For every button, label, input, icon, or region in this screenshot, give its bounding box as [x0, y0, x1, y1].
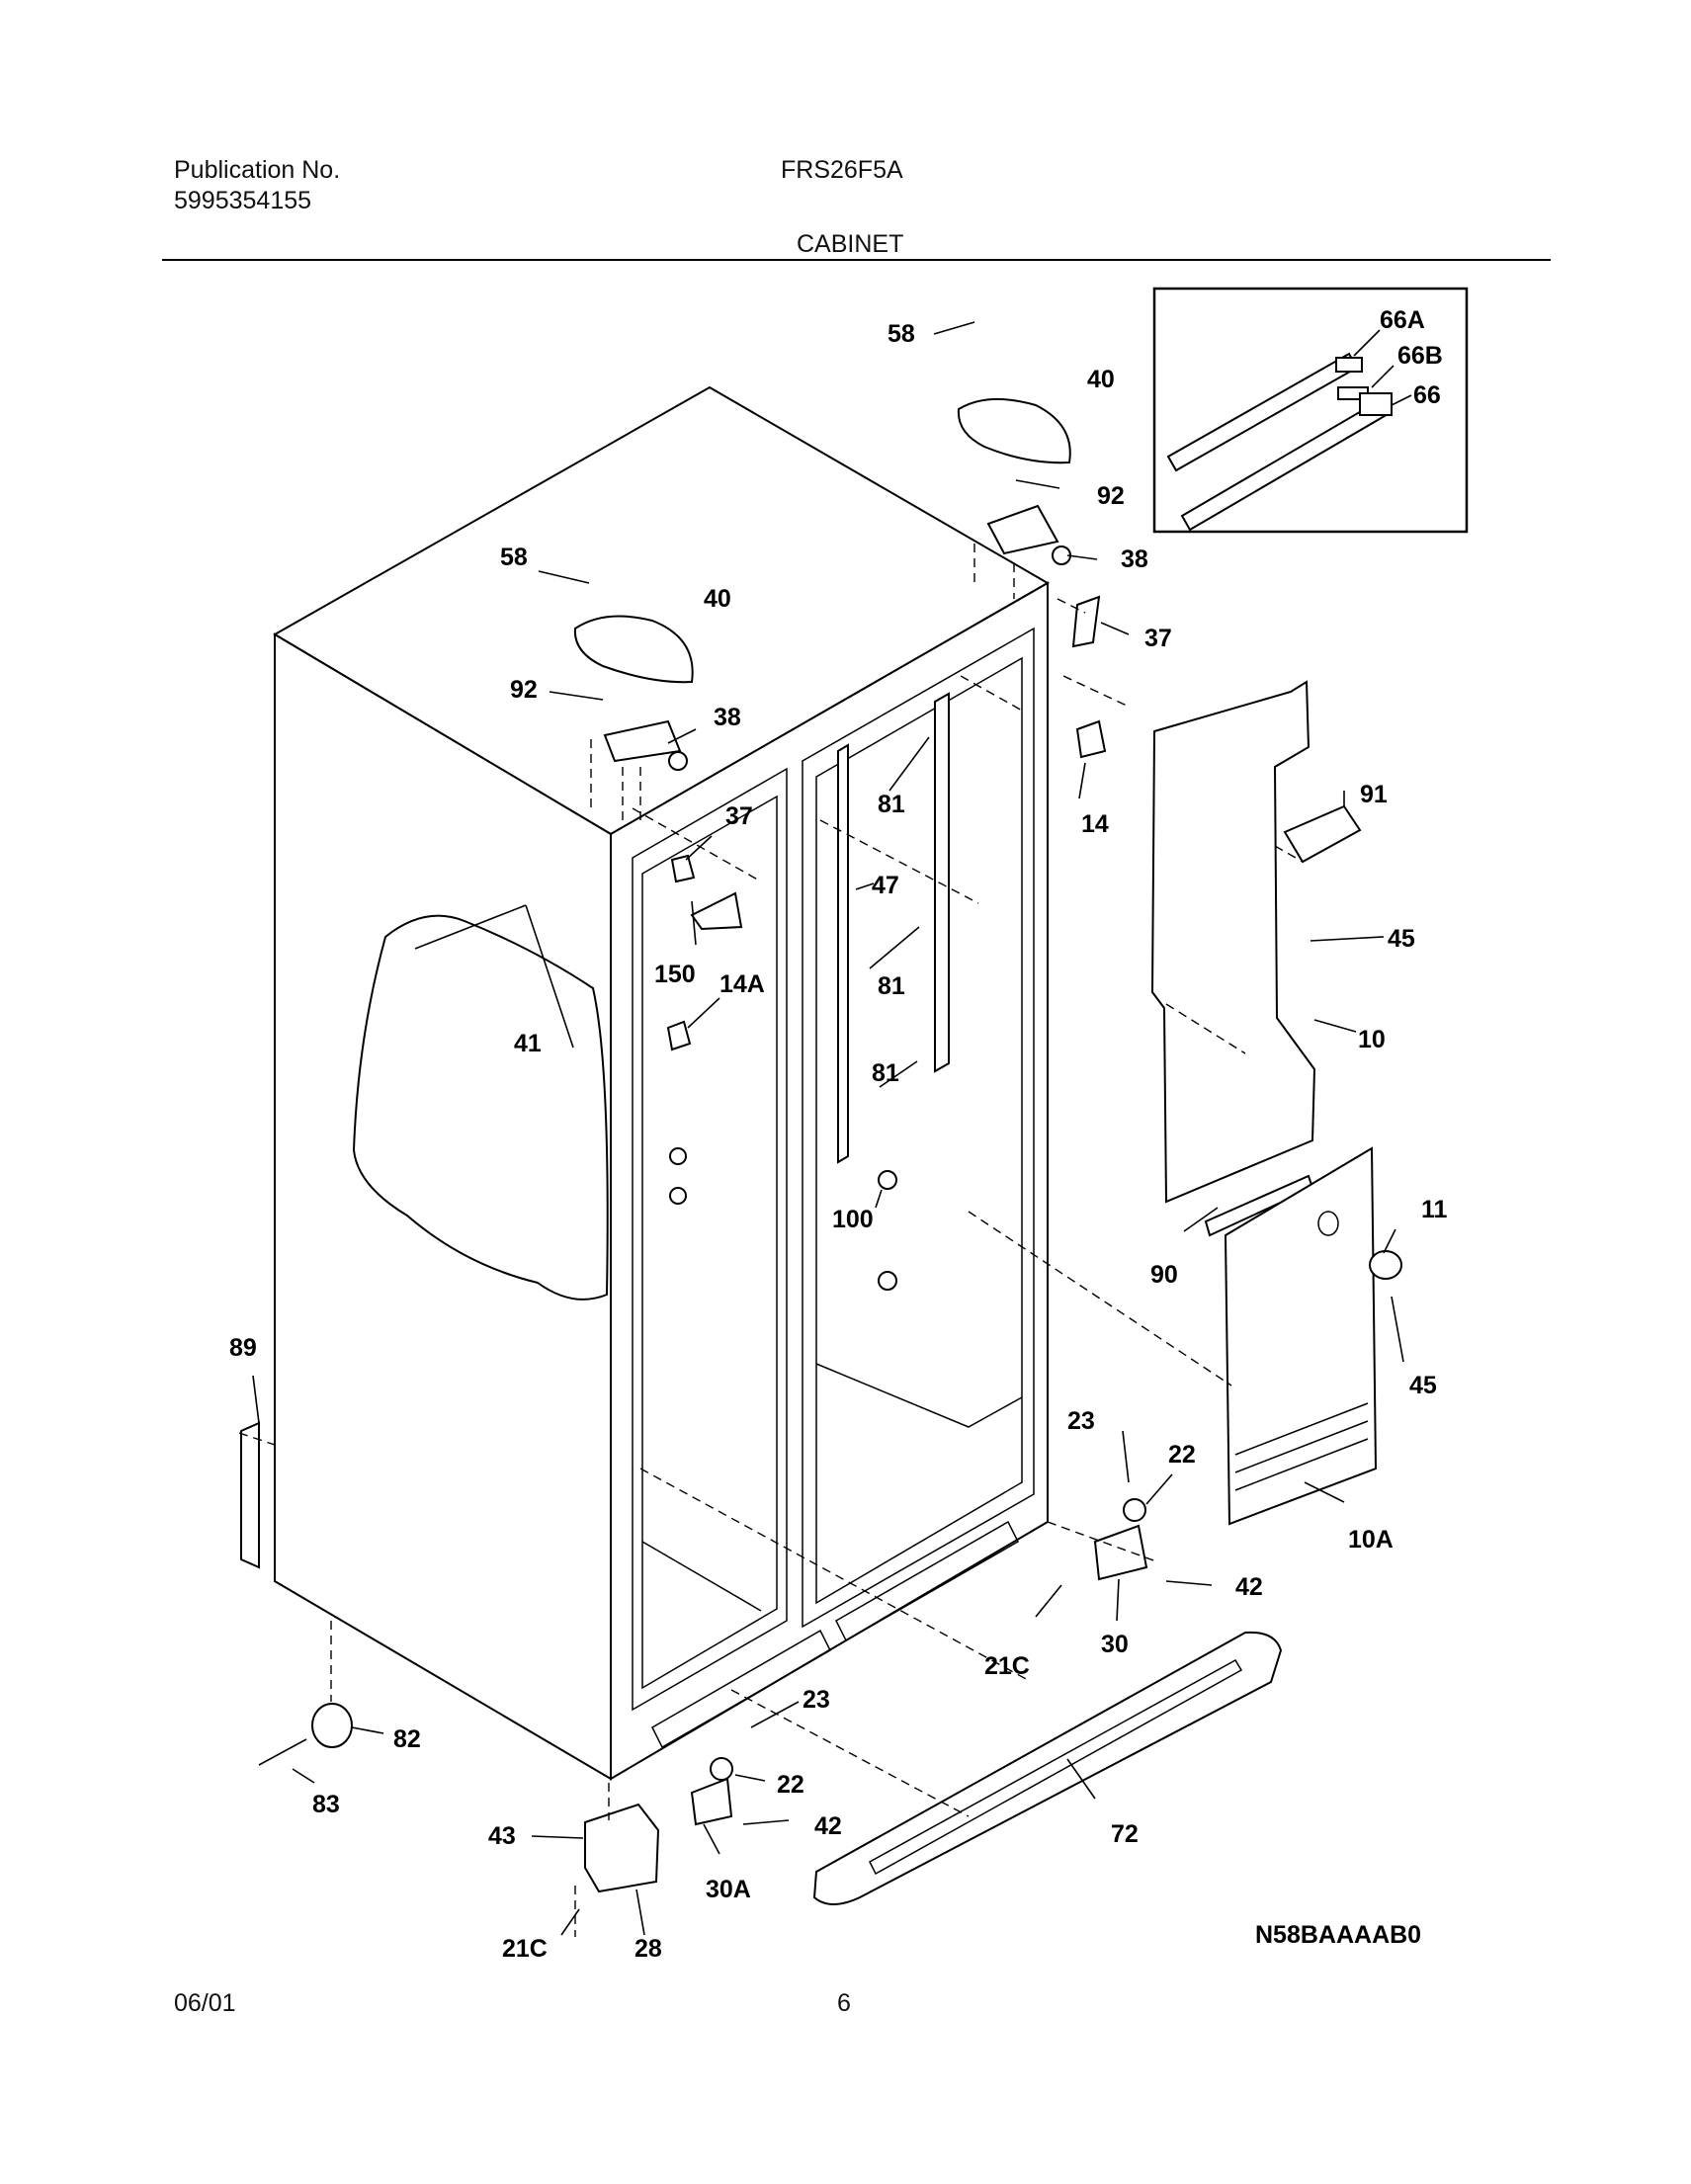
part-83	[258, 1738, 307, 1766]
diagram-code: N58BAAAAB0	[1255, 1921, 1421, 1949]
callout-42-left: 42	[814, 1812, 842, 1840]
hinge-assembly-right	[957, 397, 1071, 599]
part-30	[1093, 1524, 1148, 1581]
model-number: FRS26F5A	[781, 156, 903, 184]
callout-14: 14	[1081, 810, 1109, 838]
publication-label: Publication No.	[174, 156, 341, 184]
part-14A	[666, 1020, 692, 1051]
callout-22-left: 22	[777, 1771, 804, 1799]
callout-45-top: 45	[1388, 925, 1415, 953]
callout-58-right: 58	[888, 320, 915, 348]
part-14	[1075, 719, 1107, 759]
callout-90: 90	[1150, 1261, 1178, 1289]
callout-92-right: 92	[1097, 482, 1125, 510]
callout-14A: 14A	[719, 970, 765, 998]
callout-37-left: 37	[725, 802, 753, 830]
publication-number: 5995354155	[174, 187, 312, 214]
callout-22-right: 22	[1168, 1441, 1196, 1469]
part-150	[690, 891, 743, 931]
part-41-shelf	[352, 914, 609, 1301]
callout-30A: 30A	[706, 1876, 751, 1903]
callout-10: 10	[1358, 1026, 1386, 1053]
callout-30: 30	[1101, 1631, 1129, 1658]
callout-23-right: 23	[1067, 1407, 1095, 1435]
callout-66: 66	[1413, 381, 1441, 409]
callout-40-left: 40	[704, 585, 731, 613]
callout-28: 28	[634, 1935, 662, 1963]
callout-83: 83	[312, 1791, 340, 1818]
section-title: CABINET	[797, 230, 904, 258]
callout-43: 43	[488, 1822, 516, 1850]
callout-41: 41	[514, 1030, 542, 1057]
header-rule	[162, 259, 1551, 261]
callout-150: 150	[654, 961, 696, 988]
part-82	[311, 1703, 353, 1748]
callout-92-left: 92	[510, 676, 538, 704]
part-37-left	[670, 854, 696, 883]
callout-10A: 10A	[1348, 1526, 1394, 1554]
assembly-lines	[238, 598, 1304, 1937]
callout-81-top: 81	[878, 791, 905, 818]
callout-21C-right: 21C	[984, 1652, 1030, 1680]
cabinet-body	[273, 385, 1051, 1781]
callout-100: 100	[832, 1206, 874, 1233]
part-91	[1283, 804, 1362, 864]
callout-89: 89	[229, 1334, 257, 1362]
part-37-right	[1071, 595, 1101, 648]
part-43-28	[584, 1803, 660, 1893]
callout-81-mid: 81	[878, 972, 905, 1000]
callout-82: 82	[393, 1725, 421, 1753]
lower-panel-10A	[1224, 1146, 1378, 1526]
callout-66B: 66B	[1397, 342, 1443, 370]
callout-72: 72	[1111, 1820, 1139, 1848]
rear-panel-10	[1150, 680, 1316, 1204]
callout-11: 11	[1421, 1196, 1448, 1223]
callout-47: 47	[872, 872, 899, 899]
leader-lines	[252, 321, 1404, 1936]
callout-81-low: 81	[872, 1059, 899, 1087]
part-22-left	[710, 1757, 733, 1781]
callout-91: 91	[1360, 781, 1388, 808]
callout-21C-left: 21C	[502, 1935, 548, 1963]
callout-37-right: 37	[1144, 625, 1172, 652]
callout-38-right: 38	[1121, 546, 1148, 573]
part-30A	[690, 1777, 733, 1826]
callout-66A: 66A	[1380, 306, 1425, 334]
callout-40-right: 40	[1087, 366, 1115, 393]
callout-58-left: 58	[500, 544, 528, 571]
page-number: 6	[837, 1989, 851, 2017]
footer-date: 06/01	[174, 1989, 236, 2017]
callout-38-left: 38	[714, 704, 741, 731]
callout-45-low: 45	[1409, 1372, 1437, 1399]
callout-23-left: 23	[803, 1686, 830, 1714]
hinge-assembly-left	[573, 615, 694, 824]
strap-inset	[1152, 287, 1469, 534]
side-panel-89	[240, 1421, 260, 1569]
part-11	[1369, 1250, 1402, 1280]
part-100	[878, 1170, 897, 1291]
part-22-right	[1123, 1498, 1146, 1522]
callout-42-right: 42	[1235, 1573, 1263, 1601]
toe-grille-72	[812, 1631, 1283, 1905]
